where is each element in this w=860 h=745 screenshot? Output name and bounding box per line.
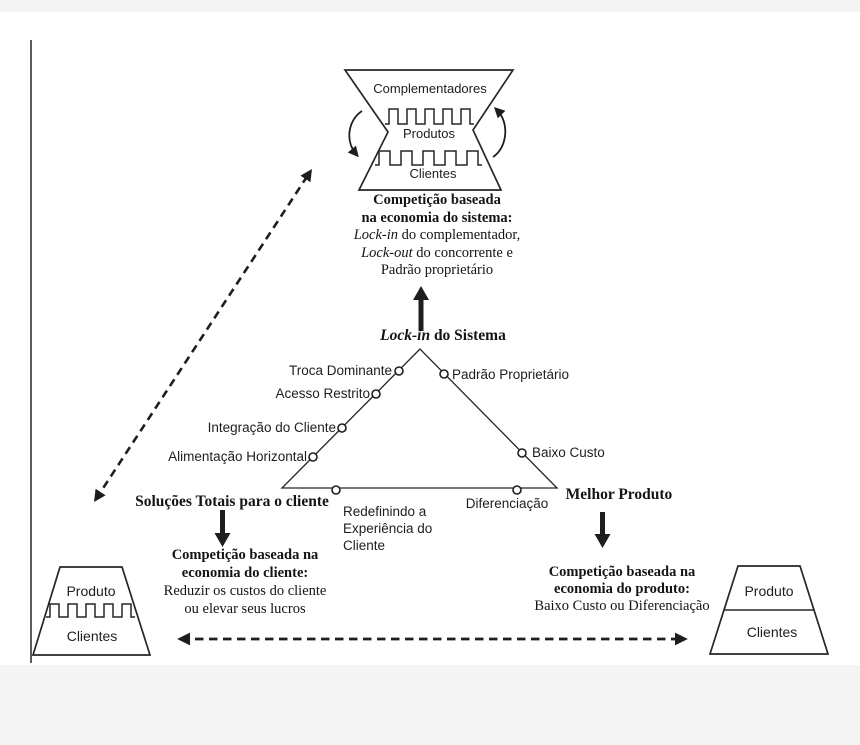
client-note-line-1: Reduzir os custos do cliente	[163, 583, 327, 599]
best-product-label: Melhor Produto	[565, 486, 673, 503]
client-note-line-2: ou elevar seus lucros	[184, 601, 306, 617]
up-arrow-icon	[413, 286, 429, 331]
strategy-triangle	[280, 348, 559, 489]
label-integracao-do-cliente: Integração do Cliente	[207, 420, 336, 435]
system-note-line-1: Lock-in do complementador,	[353, 227, 521, 243]
down-arrow-right-icon	[594, 512, 611, 548]
diagonal-dashed-arrow	[94, 168, 312, 503]
total-customer-solutions-label: Soluções Totais para o cliente	[135, 493, 329, 510]
product-note-bold-line-2: economia do produto:	[554, 581, 690, 597]
strategy-points	[308, 366, 527, 495]
right-pyramid-customers-label: Clientes	[746, 624, 798, 640]
right-pyramid-outline	[708, 565, 830, 655]
point-troca-dominante	[394, 366, 404, 376]
left-pyramid-product-label: Produto	[66, 583, 116, 599]
point-integracao-cliente	[337, 423, 347, 433]
point-padrao-proprietario	[439, 369, 449, 379]
customers-label: Clientes	[409, 166, 457, 181]
system-note-line-3: Padrão proprietário	[380, 262, 494, 278]
products-label: Produtos	[402, 126, 456, 141]
product-note-line-1: Baixo Custo ou Diferenciação	[534, 598, 710, 614]
label-troca-dominante: Troca Dominante	[288, 363, 392, 378]
point-redefinindo-experiencia	[331, 485, 341, 495]
system-note-bold-line-1: Competição baseada	[373, 192, 501, 208]
system-note-bold-line-2: na economia do sistema:	[361, 209, 513, 226]
zipper-top-icon	[385, 108, 474, 125]
hourglass-outline	[343, 69, 515, 191]
down-arrow-left-icon	[214, 510, 231, 547]
label-baixo-custo: Baixo Custo	[532, 445, 605, 460]
client-economy-note: Competição baseada na economia do client…	[120, 546, 370, 618]
label-redefinindo-experiencia: Redefinindo a Experiência do Cliente	[343, 504, 433, 553]
point-baixo-custo	[517, 448, 527, 458]
complementors-label: Complementadores	[373, 81, 487, 96]
label-acesso-restrito: Acesso Restrito	[275, 386, 370, 401]
left-pyramid-outline	[31, 566, 152, 656]
left-pyramid-zipper-icon	[46, 603, 135, 618]
point-diferenciacao	[512, 485, 522, 495]
label-diferenciacao: Diferenciação	[465, 496, 549, 511]
client-note-bold-line-1: Competição baseada na	[171, 547, 319, 563]
right-pyramid-product-label: Produto	[744, 583, 794, 599]
client-note-bold-line-2: economia do cliente:	[181, 565, 309, 581]
product-economy-note: Competição baseada na economia do produt…	[497, 564, 747, 615]
label-alimentacao-horizontal: Alimentação Horizontal	[168, 449, 307, 464]
product-note-bold-line-1: Competição baseada na	[548, 564, 696, 580]
left-pyramid-customers-label: Clientes	[66, 628, 118, 644]
label-padrao-proprietario: Padrão Proprietário	[452, 367, 570, 382]
point-alimentacao-horizontal	[308, 452, 318, 462]
left-feedback-loop-arrow-icon	[347, 110, 363, 158]
system-lockin-label: Lock-in do Sistema	[380, 327, 506, 344]
system-note-line-2: Lock-out do concorrente e	[361, 244, 513, 261]
zipper-bottom-icon	[375, 150, 482, 166]
system-economy-note: Competição baseada na economia do sistem…	[312, 192, 562, 280]
right-feedback-loop-arrow-icon	[492, 106, 507, 158]
point-acesso-restrito	[371, 389, 381, 399]
